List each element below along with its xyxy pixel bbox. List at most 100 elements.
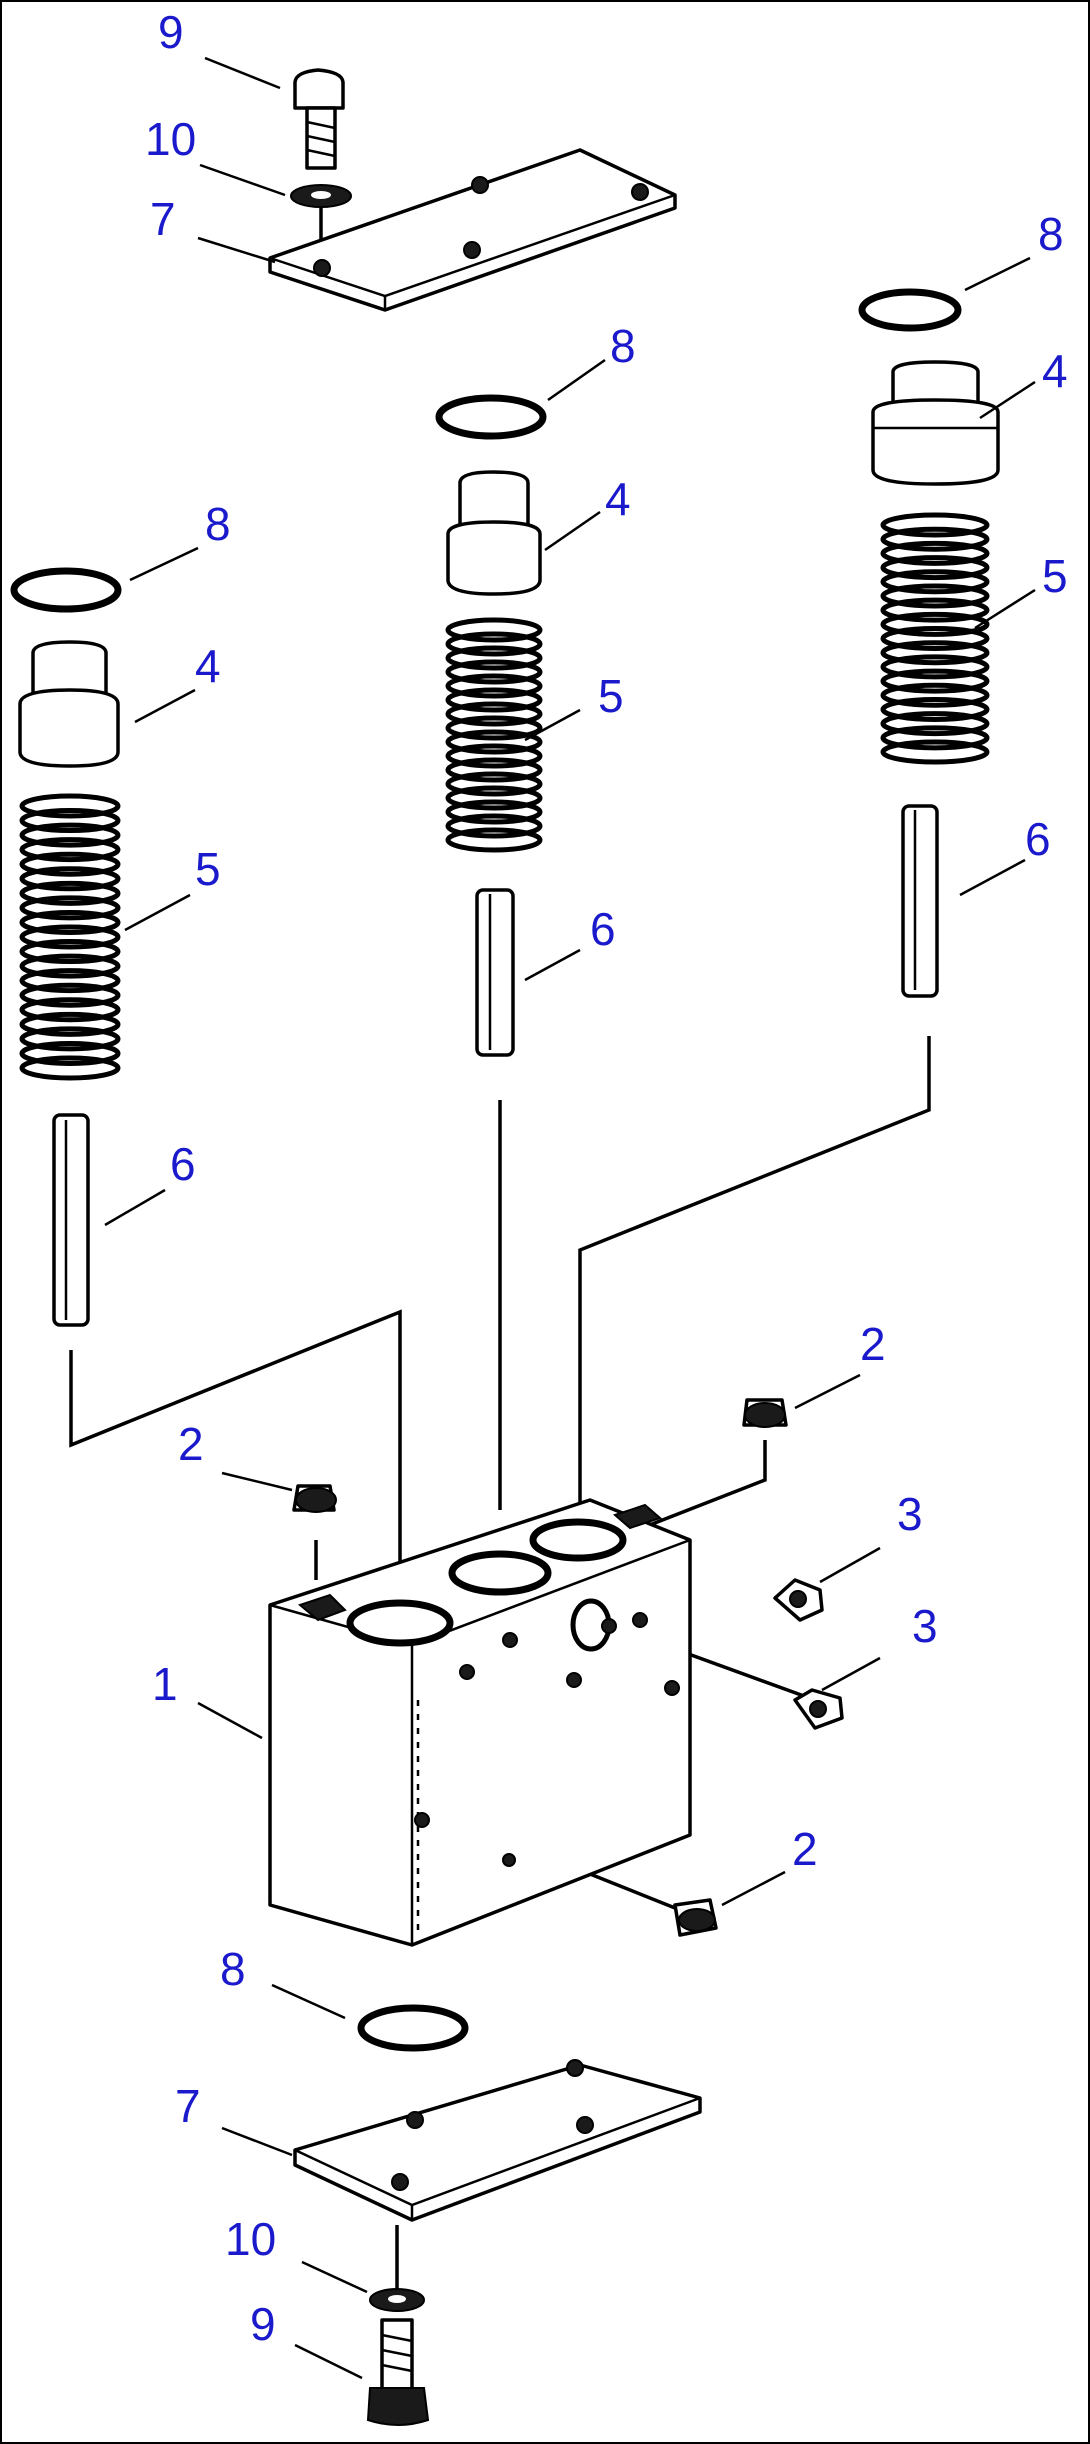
spring-coil (880, 526, 990, 552)
callout-3-lower: 3 (912, 1600, 938, 1652)
callout-3-upper: 3 (897, 1488, 923, 1540)
spring-coil (880, 597, 990, 623)
right-spring (880, 512, 990, 765)
spring-coil (880, 696, 990, 722)
callout-10-top: 10 (145, 113, 196, 165)
spring-coil (445, 799, 543, 825)
spring-coil (880, 711, 990, 737)
callout-5-middle: 5 (598, 670, 624, 722)
left-oring (10, 567, 122, 613)
right-spool (871, 360, 1000, 486)
spring-coil (19, 1026, 121, 1052)
left-spool (18, 640, 120, 768)
spring-coil (880, 611, 990, 637)
top-bolt (293, 68, 345, 170)
spring-coil (445, 729, 543, 755)
spring-coil (19, 895, 121, 921)
callout-leaders (104, 56, 1036, 2380)
spring-coil (445, 827, 543, 853)
spring-coil (880, 626, 990, 651)
callout-8-left: 8 (205, 498, 231, 550)
callout-6-left: 6 (170, 1138, 196, 1190)
plug-topright (742, 1398, 788, 1428)
spring-coil (19, 953, 121, 979)
callout-2-topright: 2 (860, 1318, 886, 1370)
callout-4-left: 4 (195, 640, 221, 692)
callout-2-left: 2 (178, 1418, 204, 1470)
callout-1: 1 (152, 1658, 178, 1710)
spring-coil (445, 645, 543, 671)
spring-coil (19, 808, 121, 834)
callout-8-bottom: 8 (220, 1943, 246, 1995)
spring-coil (19, 1040, 121, 1066)
spring-coil (19, 1011, 121, 1037)
middle-pin (475, 888, 515, 1057)
spring-coil (19, 1055, 121, 1081)
callout-9-bottom: 9 (250, 2298, 276, 2350)
middle-oring (435, 394, 547, 440)
valve-body (268, 1498, 692, 1947)
callout-6-right: 6 (1025, 813, 1051, 865)
spring-coil (445, 771, 543, 797)
callout-4-middle: 4 (605, 473, 631, 525)
spring-coil (19, 968, 121, 994)
bottom-cover-plate (293, 2059, 702, 2222)
plug-bottom (673, 1898, 718, 1937)
callout-6-middle: 6 (590, 903, 616, 955)
spring-coil (19, 837, 121, 863)
spring-coil (19, 822, 121, 848)
spring-coil (445, 687, 543, 713)
spring-coil (880, 540, 990, 566)
spring-coil (880, 583, 990, 609)
spring-coil (445, 743, 543, 769)
spring-coil (19, 982, 121, 1008)
left-pin (52, 1113, 90, 1327)
bottom-bolt (366, 2318, 430, 2426)
right-oring (858, 288, 962, 332)
fitting-upper (773, 1578, 824, 1622)
callout-5-right: 5 (1042, 550, 1068, 602)
middle-spool (446, 470, 542, 596)
callout-7-bottom: 7 (175, 2080, 201, 2132)
spring-coil (445, 785, 543, 811)
spring-coil (19, 939, 121, 965)
spring-coil (445, 701, 543, 727)
callout-8-middle: 8 (610, 320, 636, 372)
spring-coil (445, 673, 543, 699)
callout-8-right: 8 (1038, 208, 1064, 260)
spring-coil (19, 924, 121, 950)
middle-spring (445, 617, 543, 853)
callout-7-top: 7 (150, 193, 176, 245)
callout-4-right: 4 (1042, 345, 1068, 397)
spring-coil (880, 725, 990, 751)
spring-coil (880, 640, 990, 666)
callout-9-top: 9 (158, 6, 184, 58)
callout-5-left: 5 (195, 843, 221, 895)
callout-10-bottom: 10 (225, 2213, 276, 2265)
spring-coil (19, 880, 121, 906)
spring-coil (880, 569, 990, 595)
spring-coil (445, 715, 543, 741)
callout-2-bottom: 2 (792, 1823, 818, 1875)
spring-coil (445, 631, 543, 657)
spring-coil (19, 997, 121, 1023)
right-pin (901, 804, 939, 998)
plug-left (292, 1484, 337, 1513)
spring-coil (880, 682, 990, 708)
spring-coil (19, 851, 121, 877)
fitting-lower (793, 1688, 844, 1730)
top-cover-plate (268, 148, 677, 312)
spring-coil (880, 668, 990, 694)
spring-coil (445, 659, 543, 685)
callout-labels: 9 10 7 8 4 5 6 8 4 5 6 8 4 5 6 2 2 3 3 1… (145, 6, 1068, 2350)
spring-coil (880, 739, 990, 765)
left-spring (19, 793, 121, 1081)
bottom-oring (357, 2004, 469, 2052)
spring-coil (880, 654, 990, 680)
spring-coil (445, 813, 543, 839)
bottom-washer (369, 2288, 425, 2312)
spring-coil (19, 909, 121, 935)
top-washer (290, 184, 352, 208)
spring-coil (445, 757, 543, 783)
